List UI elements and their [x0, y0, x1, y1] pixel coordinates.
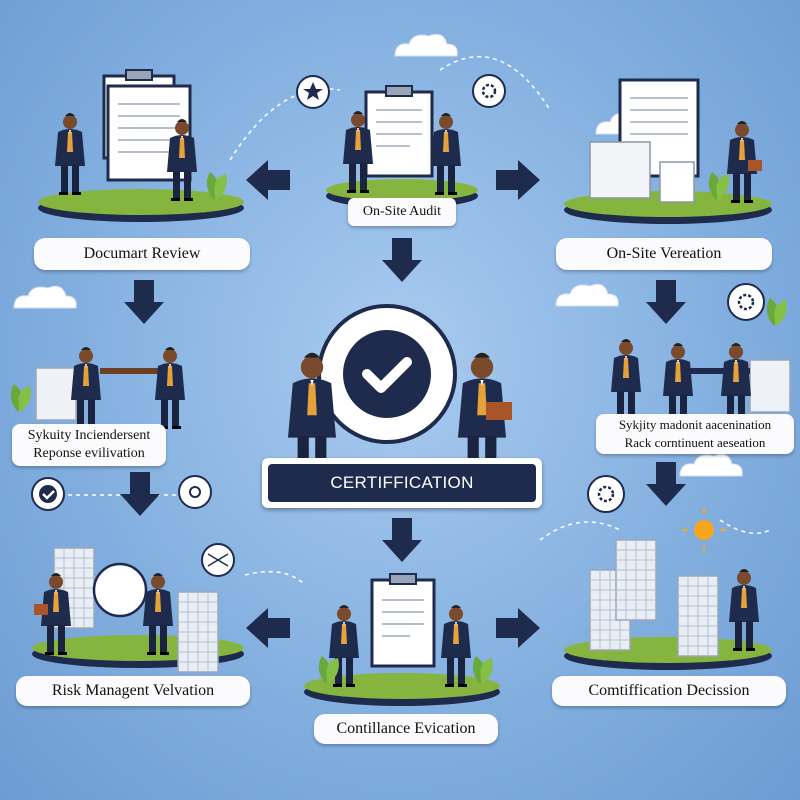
arrow-left [246, 608, 290, 648]
arrow-down [382, 238, 422, 282]
gear-icon [587, 475, 625, 513]
label-line: Rack corntinuent aeseation [624, 435, 766, 450]
label-risk-continuement: Sykjity madonit aacenination Rack cornti… [596, 414, 794, 454]
arrow-right [496, 160, 540, 200]
node-onsite-audit [326, 85, 478, 208]
arrow-right [496, 608, 540, 648]
cloud-icon [394, 33, 458, 57]
node-compliance-evication [304, 573, 500, 706]
cloud-icon [555, 283, 619, 307]
arrow-left [246, 160, 290, 200]
gear-icon [472, 74, 506, 108]
sun-icon [682, 508, 726, 552]
clock-icon [201, 543, 235, 577]
label-line: Sykuity Inciendersent [27, 428, 151, 443]
certification-title: CERTIFFICATION [268, 464, 536, 502]
node-risk-continuement [611, 283, 791, 425]
gear-icon [178, 475, 212, 509]
arrow-down [646, 280, 686, 324]
gear-icon [727, 283, 765, 321]
label-risk-management: Risk Managent Velvation [16, 676, 250, 706]
label-compliance-evication: Contillance Evication [314, 714, 498, 744]
star-icon [296, 75, 330, 109]
label-onsite-audit: On-Site Audit [348, 198, 456, 226]
label-document-review: Documart Review [34, 238, 250, 270]
node-risk-management [32, 543, 244, 673]
node-document-review [38, 68, 244, 222]
cloud-icon [13, 285, 77, 309]
node-certification [288, 304, 512, 484]
leaf-icon [766, 298, 787, 326]
certification-banner: CERTIFFICATION [262, 458, 542, 508]
check-icon [362, 357, 412, 393]
label-onsite-verification: On-Site Vereation [556, 238, 772, 270]
arrow-down [124, 280, 164, 324]
arrow-down [120, 472, 160, 516]
label-line: Sykjity madonit aacenination [618, 417, 772, 432]
node-onsite-verification [564, 78, 772, 224]
check-icon [31, 477, 65, 511]
dashed-connectors [60, 55, 771, 586]
label-certification-decision: Comtiffication Decission [552, 676, 786, 706]
arrow-down [382, 518, 422, 562]
clock-icon [92, 562, 148, 618]
auditor-figure [55, 113, 85, 195]
label-line: Reponse evilivation [33, 446, 145, 461]
node-security-incident [10, 347, 185, 429]
cloud-icon [679, 453, 743, 477]
label-security-incident: Sykuity Inciendersent Reponse evilivatio… [12, 424, 166, 466]
arrow-down [646, 462, 686, 506]
leaf-icon [10, 384, 31, 412]
node-certification-decision [564, 539, 772, 670]
